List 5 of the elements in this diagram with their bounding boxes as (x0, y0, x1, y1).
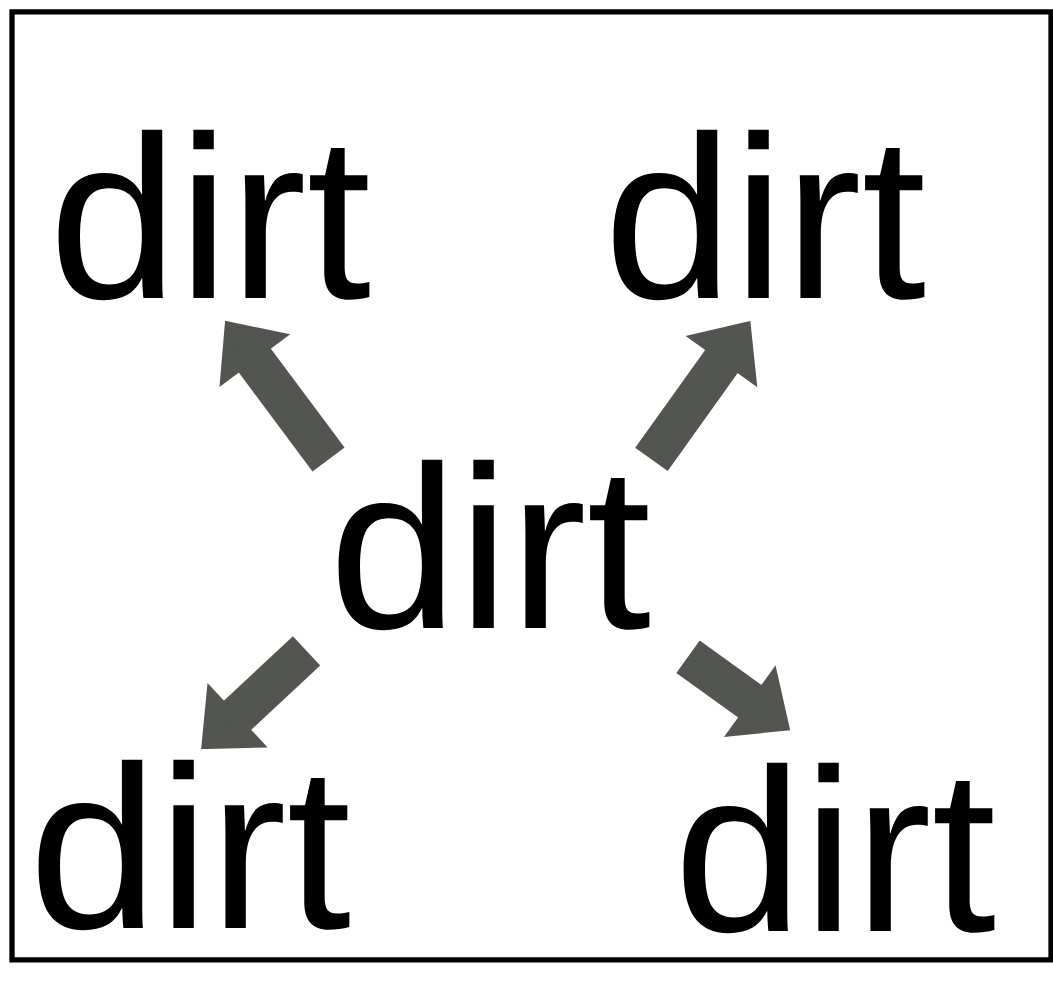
word-label: dirt (338, 459, 650, 631)
word-label: dirt (613, 129, 925, 301)
word-label: dirt (58, 129, 370, 301)
word-label: dirt (683, 762, 995, 934)
word-label: dirt (38, 759, 350, 931)
